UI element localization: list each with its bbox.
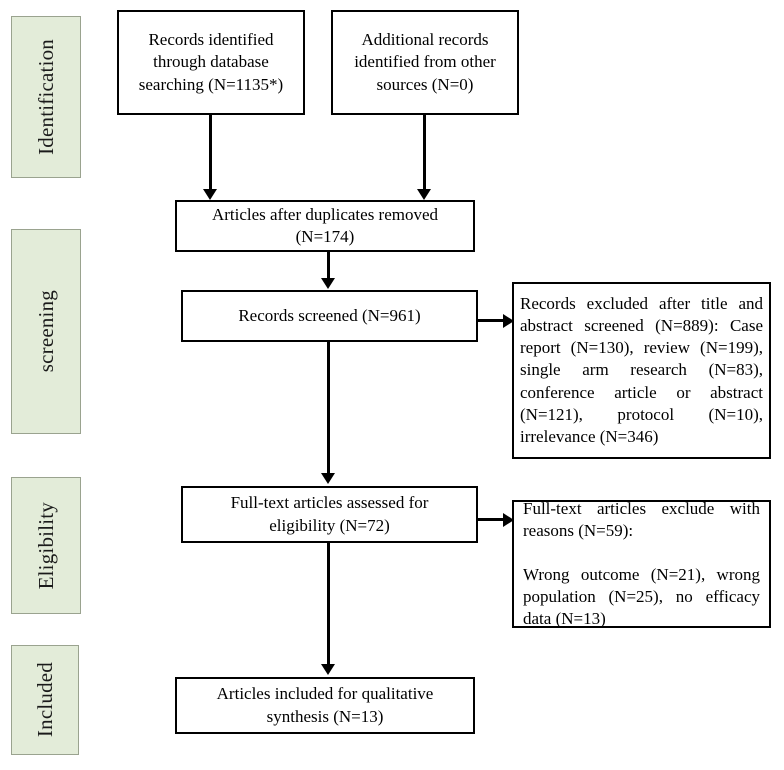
connector-records-identified-to-duplicates <box>209 115 212 191</box>
arrowhead-additional-records-to-duplicates <box>417 189 431 200</box>
box-fulltext-excluded: Full-text articles exclude with reasons … <box>512 499 771 628</box>
connector-additional-records-to-duplicates <box>423 115 426 191</box>
stage-label-included: Included <box>11 645 79 755</box>
box-articles-included: Articles included for qualitative synthe… <box>175 677 475 734</box>
box-articles-included-text: Articles included for qualitative synthe… <box>216 684 434 726</box>
box-additional-records-text: Additional records identified from other… <box>354 30 496 94</box>
stage-label-identification: Identification <box>11 16 81 178</box>
box-records-screened: Records screened (N=961) <box>181 290 478 342</box>
connector-duplicates-to-records-screened <box>327 252 330 279</box>
box-records-screened-text: Records screened (N=961) <box>238 305 421 325</box>
stage-label-included-text: Included <box>32 662 57 738</box>
box-fulltext-excluded-line-2: Wrong outcome (N=21), wrong population (… <box>523 565 760 629</box>
box-records-identified: Records identified through database sear… <box>117 10 305 115</box>
connector-records-screened-to-excluded <box>478 319 505 322</box>
box-additional-records: Additional records identified from other… <box>331 10 519 115</box>
stage-label-identification-text: Identification <box>33 39 58 155</box>
box-fulltext-excluded-line-1: Full-text articles exclude with reasons … <box>523 498 760 540</box>
box-records-excluded: Records excluded after title and abstrac… <box>512 282 771 459</box>
arrowhead-records-screened-to-excluded <box>503 314 514 328</box>
arrowhead-duplicates-to-records-screened <box>321 278 335 289</box>
box-fulltext-assessed: Full-text articles assessed for eligibil… <box>181 486 478 543</box>
connector-fulltext-to-included <box>327 543 330 665</box>
box-fulltext-assessed-text: Full-text articles assessed for eligibil… <box>230 493 429 535</box>
stage-label-eligibility: Eligibility <box>11 477 81 614</box>
stage-label-eligibility-text: Eligibility <box>33 501 58 590</box>
connector-fulltext-to-excluded <box>478 518 505 521</box>
box-records-excluded-text: Records excluded after title and abstrac… <box>520 294 763 446</box>
arrowhead-records-screened-to-fulltext <box>321 473 335 484</box>
connector-records-screened-to-fulltext <box>327 342 330 474</box>
arrowhead-fulltext-to-excluded <box>503 513 514 527</box>
box-fulltext-excluded-text: Full-text articles exclude with reasons … <box>523 476 760 653</box>
arrowhead-records-identified-to-duplicates <box>203 189 217 200</box>
box-duplicates-removed-text: Articles after duplicates removed (N=174… <box>211 204 439 246</box>
arrowhead-fulltext-to-included <box>321 664 335 675</box>
box-duplicates-removed: Articles after duplicates removed (N=174… <box>175 200 475 252</box>
box-records-identified-text: Records identified through database sear… <box>138 30 284 94</box>
stage-label-screening: screening <box>11 229 81 434</box>
stage-label-screening-text: screening <box>33 290 58 373</box>
